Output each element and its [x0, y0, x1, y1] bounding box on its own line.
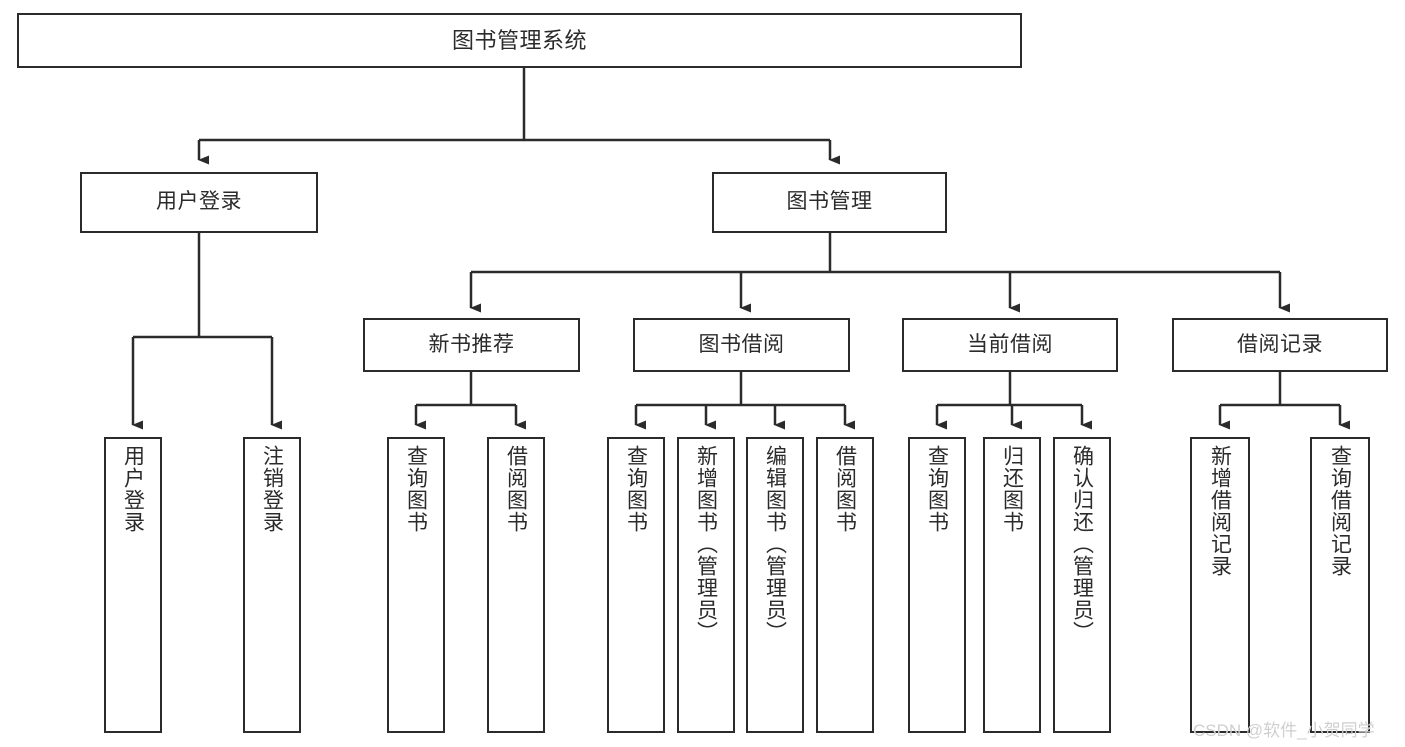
node-leaf-add-book-admin[interactable]: 新增图书（管理员） — [677, 437, 735, 733]
node-book-borrow[interactable]: 图书借阅 — [633, 318, 850, 372]
csdn-watermark: CSDN @软件_小贺同学 — [1193, 721, 1375, 740]
node-leaf-edit-book-admin-label: 编辑图书（管理员） — [763, 445, 787, 643]
node-leaf-add-borrow-record[interactable]: 新增借阅记录 — [1190, 437, 1250, 733]
node-leaf-borrow-book-rec[interactable]: 借阅图书 — [487, 437, 545, 733]
node-leaf-query-book-rec-label: 查询图书 — [404, 445, 428, 533]
node-leaf-user-login-label: 用户登录 — [121, 445, 145, 533]
node-borrow-record-label: 借阅记录 — [1237, 332, 1323, 356]
node-leaf-confirm-return-admin[interactable]: 确认归还（管理员） — [1053, 437, 1111, 733]
node-leaf-confirm-return-admin-label: 确认归还（管理员） — [1070, 445, 1094, 643]
node-leaf-query-book-current-label: 查询图书 — [925, 445, 949, 533]
node-current-borrow[interactable]: 当前借阅 — [902, 318, 1118, 372]
node-leaf-logout-label: 注销登录 — [260, 445, 284, 533]
node-leaf-query-borrow-record-label: 查询借阅记录 — [1328, 445, 1352, 577]
node-leaf-borrow-book[interactable]: 借阅图书 — [816, 437, 874, 733]
node-leaf-query-book-borrow-label: 查询图书 — [624, 445, 648, 533]
node-leaf-borrow-book-rec-label: 借阅图书 — [504, 445, 528, 533]
node-root[interactable]: 图书管理系统 — [17, 13, 1022, 68]
node-leaf-add-borrow-record-label: 新增借阅记录 — [1208, 445, 1232, 577]
node-leaf-query-book-borrow[interactable]: 查询图书 — [607, 437, 665, 733]
node-leaf-user-login[interactable]: 用户登录 — [104, 437, 162, 733]
node-book-manage[interactable]: 图书管理 — [712, 172, 947, 233]
node-book-borrow-label: 图书借阅 — [698, 332, 785, 356]
node-leaf-return-book[interactable]: 归还图书 — [983, 437, 1041, 733]
node-user-login-label: 用户登录 — [156, 190, 242, 214]
node-current-borrow-label: 当前借阅 — [967, 332, 1053, 356]
node-user-login[interactable]: 用户登录 — [80, 172, 318, 233]
node-leaf-query-book-current[interactable]: 查询图书 — [908, 437, 966, 733]
node-new-book-rec-label: 新书推荐 — [428, 332, 515, 356]
node-leaf-query-borrow-record[interactable]: 查询借阅记录 — [1310, 437, 1370, 733]
node-leaf-borrow-book-label: 借阅图书 — [833, 445, 857, 533]
node-leaf-edit-book-admin[interactable]: 编辑图书（管理员） — [746, 437, 804, 733]
node-borrow-record[interactable]: 借阅记录 — [1172, 318, 1388, 372]
node-book-manage-label: 图书管理 — [786, 190, 873, 214]
node-leaf-logout[interactable]: 注销登录 — [243, 437, 301, 733]
node-root-label: 图书管理系统 — [451, 27, 587, 53]
node-leaf-add-book-admin-label: 新增图书（管理员） — [694, 445, 718, 643]
node-leaf-return-book-label: 归还图书 — [1000, 445, 1024, 533]
node-new-book-rec[interactable]: 新书推荐 — [363, 318, 580, 372]
node-leaf-query-book-rec[interactable]: 查询图书 — [387, 437, 445, 733]
